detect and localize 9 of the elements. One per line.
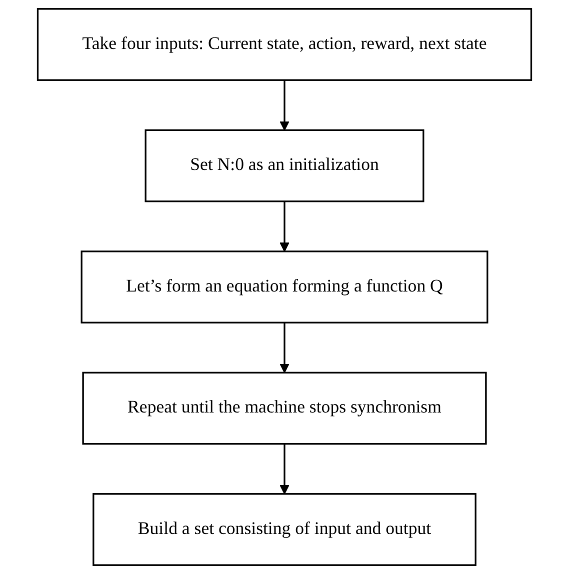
node-box [92, 493, 476, 566]
node-box [82, 372, 487, 445]
node-box [80, 250, 488, 324]
arrow [280, 444, 290, 494]
arrow [280, 80, 290, 131]
node-box [144, 129, 424, 202]
node-box [36, 8, 532, 81]
arrow [280, 201, 290, 252]
arrow [280, 322, 290, 374]
